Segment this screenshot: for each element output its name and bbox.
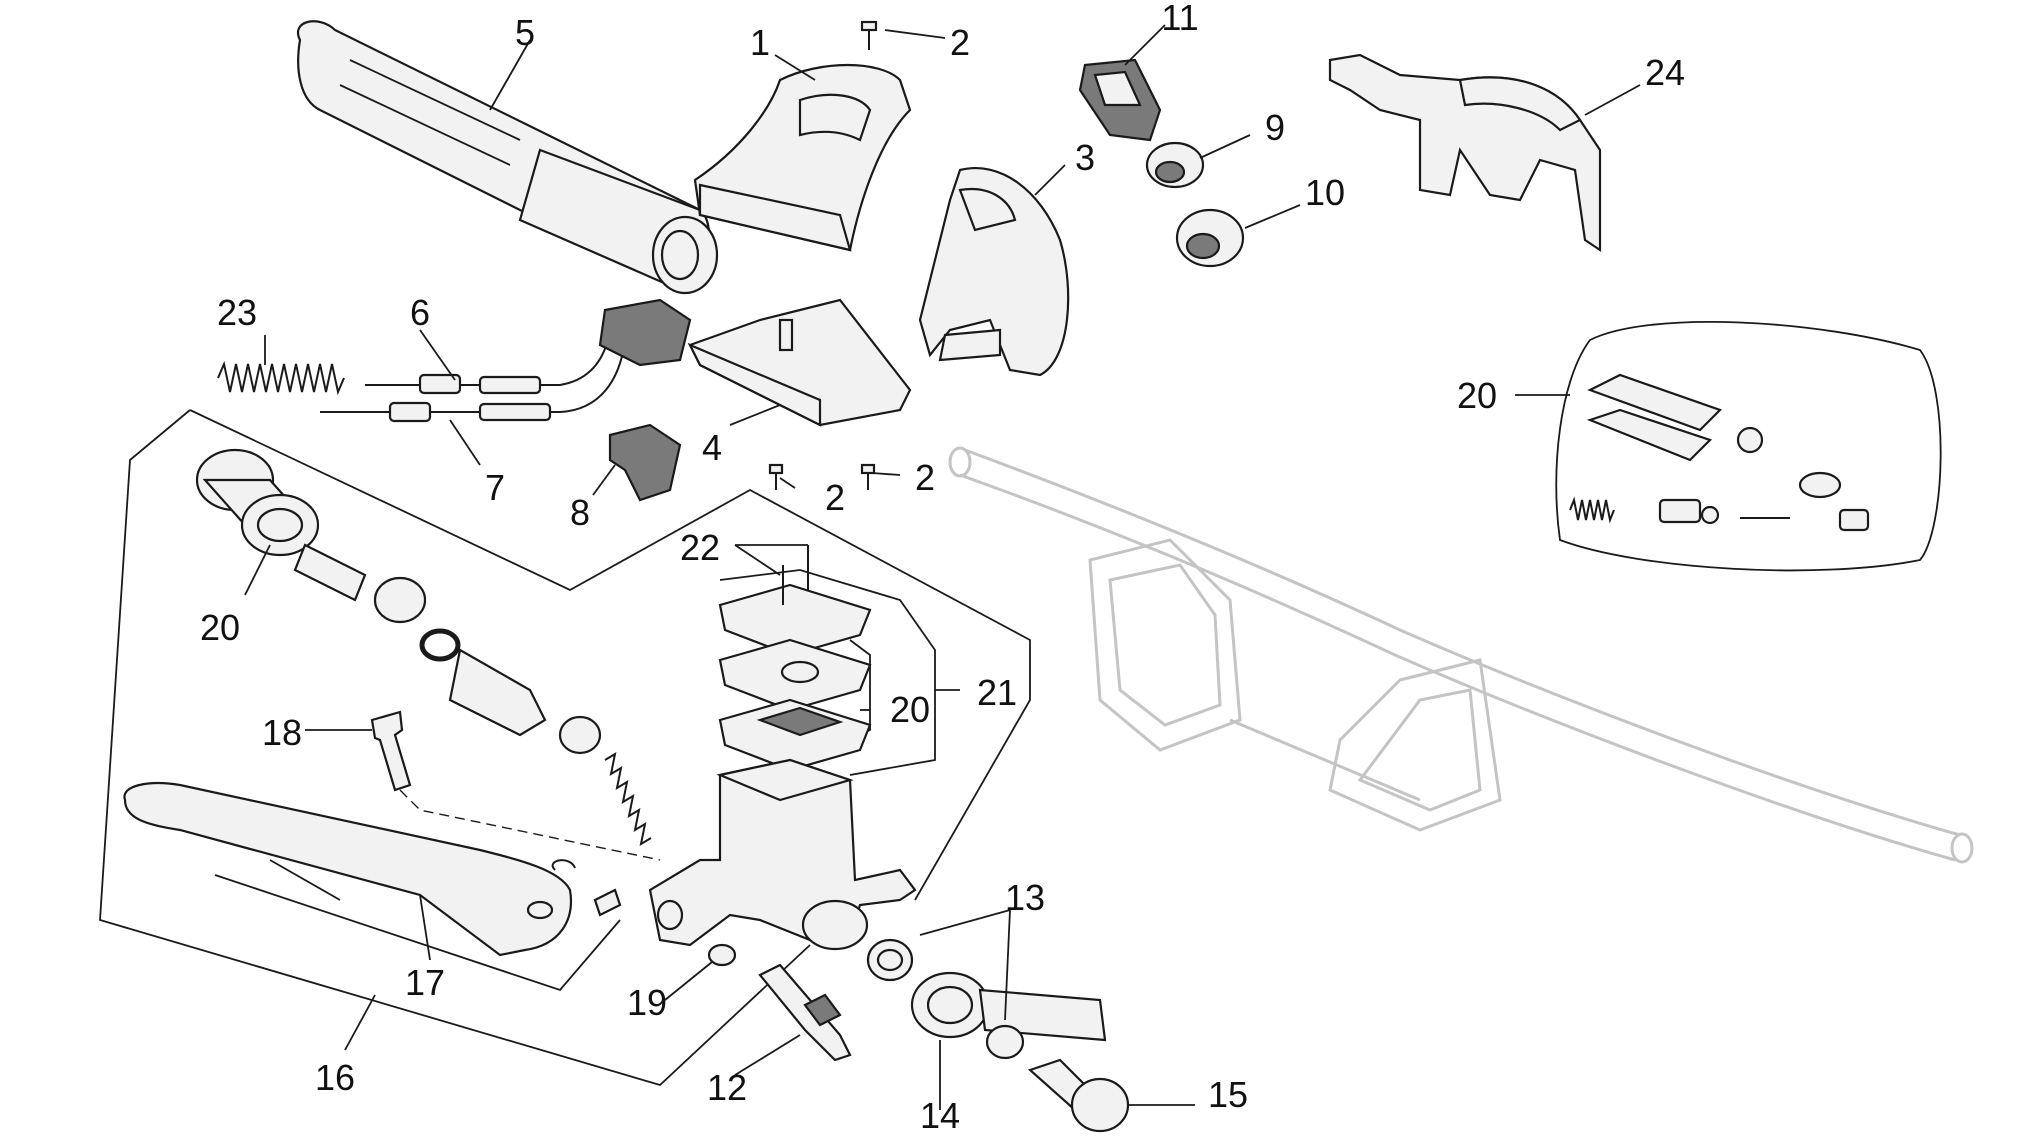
switch-11: [1078, 58, 1162, 142]
throttle-housing: [918, 167, 1070, 377]
cables-6-7: [320, 329, 626, 423]
assembly-frame-16: [99, 409, 1031, 1087]
brake-switch-12: [758, 963, 852, 1062]
spring-23: [217, 360, 345, 396]
callout-20-piston: 20: [200, 607, 240, 648]
callout-2-mid-right: 2: [915, 457, 935, 498]
callout-1: 1: [750, 22, 770, 63]
nut-19: [707, 943, 737, 967]
switch-housing-upper: [693, 63, 912, 252]
callout-12: 12: [707, 1067, 747, 1108]
screw-mid-left: [768, 463, 784, 490]
bracket-24: [1328, 53, 1602, 253]
brake-lever-17: [123, 782, 622, 957]
callout-16: 16: [315, 1057, 355, 1098]
inset-assembly: [1555, 320, 1942, 572]
callout-23: 23: [217, 292, 257, 333]
callout-15: 15: [1208, 1074, 1248, 1115]
callout-19: 19: [627, 982, 667, 1023]
grip-part: [296, 20, 719, 295]
callout-20-reservoir: 20: [890, 689, 930, 730]
assembly-frame-17: [214, 874, 621, 992]
reservoir-diaphragm: [718, 698, 872, 772]
callout-3: 3: [1075, 137, 1095, 178]
callout-2-top: 2: [950, 22, 970, 63]
callout-8: 8: [570, 492, 590, 533]
cable-clamp: [598, 298, 692, 367]
washer-13a: [866, 938, 914, 982]
pin-18: [370, 710, 661, 861]
callout-17: 17: [405, 962, 445, 1003]
bolt-15: [1027, 1058, 1130, 1133]
callout-6: 6: [410, 292, 430, 333]
clamp-8: [608, 423, 682, 502]
screw-top: [860, 20, 878, 50]
callouts: 5 1 2 11 24 9 3 10 23 6 7 4 8 2 2 20 22 …: [200, 0, 1685, 1136]
callout-22: 22: [680, 527, 720, 568]
callout-14: 14: [920, 1095, 960, 1136]
button-9: [1145, 141, 1205, 189]
banjo-14: [910, 971, 1107, 1060]
callout-18: 18: [262, 712, 302, 753]
callout-7: 7: [485, 467, 505, 508]
callout-2-mid-left: 2: [825, 477, 845, 518]
callout-10: 10: [1305, 172, 1345, 213]
callout-20-inset: 20: [1457, 375, 1497, 416]
callout-11: 11: [1161, 0, 1198, 38]
handlebar-outline: [948, 446, 1974, 864]
callout-24: 24: [1645, 52, 1685, 93]
reservoir-gasket: [718, 638, 872, 712]
switch-housing-lower: [687, 298, 912, 427]
screw-mid-right: [860, 463, 876, 490]
callout-5: 5: [515, 12, 535, 53]
leader-lines: [244, 24, 1641, 1110]
reservoir-cover: [718, 545, 872, 657]
piston-assembly: [195, 448, 652, 847]
callout-13: 13: [1005, 877, 1045, 918]
callout-9: 9: [1265, 107, 1285, 148]
master-cylinder-body: [648, 758, 917, 951]
callout-21: 21: [977, 672, 1017, 713]
callout-4: 4: [702, 427, 722, 468]
button-10: [1175, 208, 1245, 268]
